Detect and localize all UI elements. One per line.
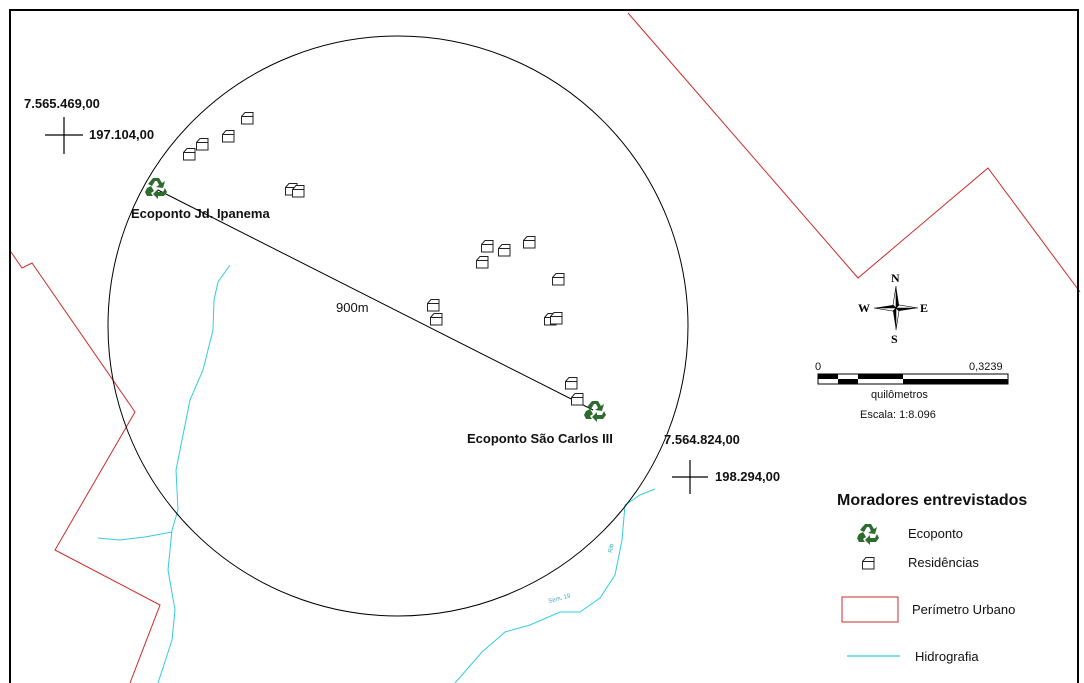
- stream-east: [454, 488, 656, 683]
- compass-rose-icon: [873, 285, 919, 331]
- distance-label: 900m: [336, 300, 369, 315]
- coord-northing-top-left: 7.565.469,00: [24, 96, 100, 111]
- coord-northing-bottom-right: 7.564.824,00: [664, 432, 740, 447]
- coord-easting-bottom-right: 198.294,00: [715, 469, 781, 484]
- ecoponto-label-ipanema: Ecoponto Jd. Ipanema: [131, 206, 270, 221]
- legend-title: Moradores entrevistados: [837, 492, 1028, 509]
- stream-label-sem: Sem. 19: [548, 593, 572, 605]
- buffer-circle-900m: [107, 35, 689, 617]
- coordinate-cross-bottom-right: [672, 460, 708, 494]
- stream-branch-west: [97, 531, 173, 541]
- compass-s: S: [891, 332, 898, 346]
- stream-label-rib: Rib: [608, 543, 616, 554]
- ecoponto-label-sao-carlos: Ecoponto São Carlos III: [467, 431, 613, 446]
- scale-ratio: Escala: 1:8.096: [860, 409, 936, 421]
- distance-line: [157, 189, 594, 411]
- urban-perimeter-left: [10, 251, 161, 683]
- legend-item-perimetro: Perímetro Urbano: [912, 602, 1016, 617]
- legend-item-ecoponto: Ecoponto: [908, 526, 963, 541]
- map-frame: [9, 9, 1079, 683]
- scale-end: 0,3239: [969, 361, 1003, 373]
- compass-w: W: [858, 301, 870, 315]
- urban-perimeter-right: [627, 12, 1081, 293]
- legend-item-residencias: Residências: [908, 555, 979, 570]
- scale-unit: quilômetros: [871, 389, 928, 401]
- legend-perimeter-swatch: [841, 596, 899, 623]
- legend-item-hidrografia: Hidrografia: [915, 649, 979, 664]
- scale-start: 0: [815, 361, 822, 373]
- coord-easting-top-left: 197.104,00: [89, 127, 155, 142]
- scale-bar: [817, 373, 1009, 385]
- compass-e: E: [920, 301, 929, 315]
- compass-n: N: [891, 271, 900, 285]
- stream-main: [157, 264, 231, 683]
- coordinate-cross-top-left: [45, 117, 83, 154]
